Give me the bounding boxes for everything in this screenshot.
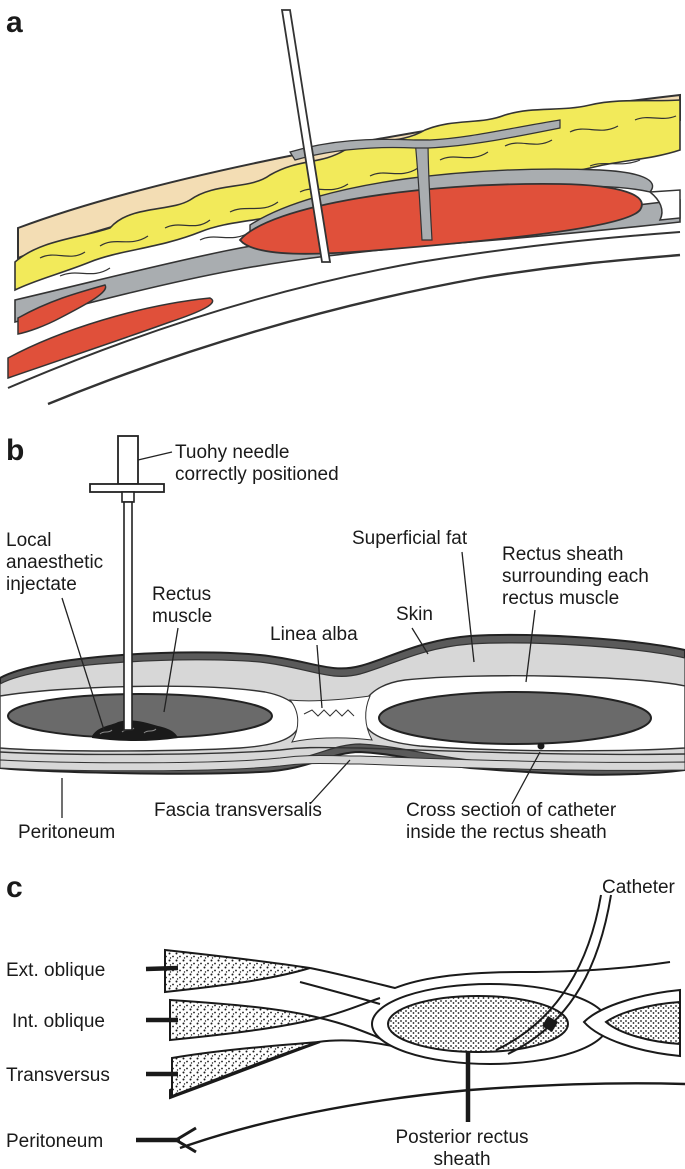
panel-c-label-int-oblique: Int. oblique xyxy=(12,1011,105,1032)
panel-b-needle-hub xyxy=(117,435,139,485)
panel-b-label-tuohy-needle-2: correctly positioned xyxy=(175,464,339,485)
panel-b-label-local-3: injectate xyxy=(6,574,77,595)
panel-b: b xyxy=(0,434,685,843)
panel-b-label-catheter-2: inside the rectus sheath xyxy=(406,822,607,843)
panel-b-needle-shaft xyxy=(123,501,133,731)
panel-a-septum xyxy=(414,139,433,241)
panel-c-peritoneum-line xyxy=(179,1082,685,1150)
panel-c-label-posterior-sheath-1: Posterior rectus xyxy=(395,1127,528,1148)
panel-b-rectus-muscle-right xyxy=(378,691,652,745)
panel-b-label-sheath-2: surrounding each xyxy=(502,566,649,587)
panel-c-label-peritoneum: Peritoneum xyxy=(6,1131,103,1152)
panel-b-letter: b xyxy=(6,434,24,467)
panel-b-label-peritoneum: Peritoneum xyxy=(18,822,115,843)
panel-b-label-rectus-1: Rectus xyxy=(152,584,211,605)
panel-b-label-sheath-1: Rectus sheath xyxy=(502,544,623,565)
panel-c-peritoneum-fork xyxy=(175,1126,197,1154)
panel-b-label-local-2: anaesthetic xyxy=(6,552,103,573)
panel-c: c xyxy=(6,871,685,1169)
panel-c-label-ext-oblique: Ext. oblique xyxy=(6,960,105,981)
panel-c-rectus-muscle xyxy=(387,995,569,1053)
panel-b-needle-neck xyxy=(121,491,135,503)
panel-c-label-catheter: Catheter xyxy=(602,877,676,898)
panel-b-label-tuohy-needle-1: Tuohy needle xyxy=(175,442,289,463)
panel-b-label-fascia: Fascia transversalis xyxy=(154,800,322,821)
panel-b-deep-band xyxy=(0,755,685,772)
panel-b-fascia-transversalis xyxy=(0,746,685,756)
panel-a-septum-top xyxy=(289,119,561,161)
panel-b-leader-lines xyxy=(61,451,541,818)
panel-c-label-transversus: Transversus xyxy=(6,1065,110,1086)
panel-a-right-edge xyxy=(648,189,681,221)
panel-b-label-sheath-3: rectus muscle xyxy=(502,588,619,609)
panel-b-catheter-cross-section xyxy=(537,742,545,750)
panel-a-letter: a xyxy=(6,6,23,39)
panel-a-lateral-muscle-1 xyxy=(17,284,107,335)
panel-a-deep-layer xyxy=(7,231,681,389)
panel-c-catheter xyxy=(495,894,602,1051)
panel-b-label-catheter-1: Cross section of catheter xyxy=(406,800,617,821)
panel-a: a xyxy=(6,6,681,406)
panel-c-int-oblique-muscle xyxy=(169,998,321,1042)
panel-c-contralateral-muscle xyxy=(604,1000,681,1046)
panel-b-linea-alba-fibres xyxy=(303,709,355,717)
panel-b-label-superficial-fat: Superficial fat xyxy=(352,528,468,549)
panel-b-label-skin: Skin xyxy=(396,604,433,625)
panel-a-peritoneum xyxy=(47,253,681,406)
panel-c-transversus-body xyxy=(171,1041,319,1098)
panel-a-rectus-muscle xyxy=(238,182,643,255)
panel-c-catheter-inner xyxy=(507,894,612,1055)
panel-b-label-linea-alba: Linea alba xyxy=(270,624,358,645)
panel-c-leader-bars xyxy=(136,965,471,1143)
panel-c-letter: c xyxy=(6,871,23,904)
panel-b-needle-wings xyxy=(89,483,165,493)
panel-c-ext-oblique-muscle xyxy=(164,948,311,994)
panel-b-label-local-1: Local xyxy=(6,530,51,551)
panel-c-catheter-tip xyxy=(542,1016,558,1032)
panel-a-lateral-muscle-2 xyxy=(7,297,214,380)
panel-c-label-posterior-sheath-2: sheath xyxy=(433,1149,490,1169)
panel-b-label-rectus-2: muscle xyxy=(152,606,212,627)
panel-b-linea-alba-region xyxy=(288,695,373,743)
panel-b-local-anaesthetic-injectate xyxy=(92,720,178,741)
panel-a-needle xyxy=(280,9,332,263)
